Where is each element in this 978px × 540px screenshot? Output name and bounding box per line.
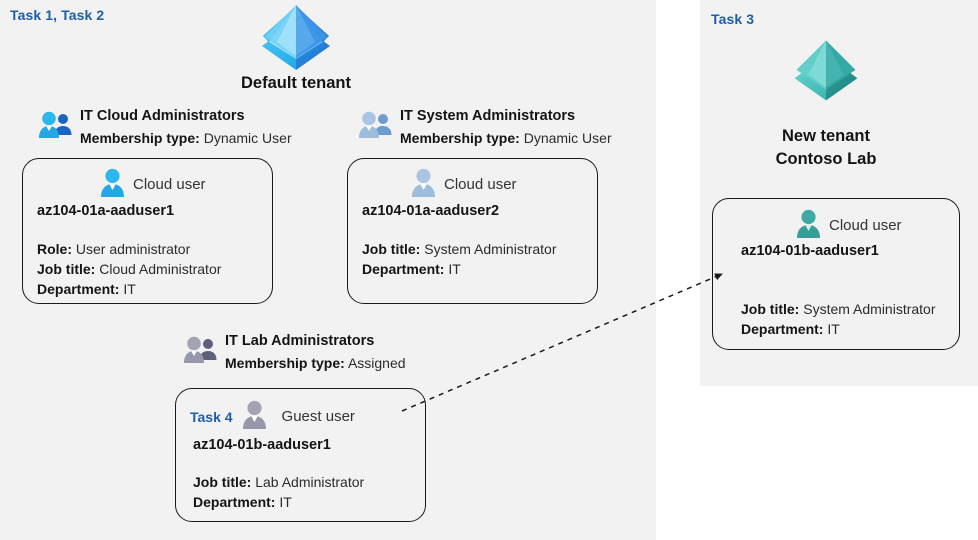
group-name-cloud-admins: IT Cloud Administrators [80, 108, 245, 124]
task-tag-inline-task4: Task 4 [190, 408, 233, 425]
user-kind-aaduser1: Cloud user [133, 176, 206, 193]
user-attrs-az104-01a-aaduser2: Job title: System Administrator Departme… [362, 239, 557, 279]
attr-department-label-b-aaduser1: Department: [741, 321, 824, 337]
membership-value-lab-admins: Assigned [347, 355, 406, 371]
new-tenant-caption: New tenant Contoso Lab [730, 125, 922, 171]
group-users-icon-cloud-admins [38, 110, 74, 145]
user-name-az104-01b-aaduser1-guest: az104-01b-aaduser1 [193, 437, 331, 453]
attr-jobtitle-guest-aaduser1: Job title: Lab Administrator [193, 472, 364, 492]
user-card-az104-01a-aaduser2[interactable]: Cloud user az104-01a-aaduser2 Job title:… [347, 158, 598, 304]
attr-jobtitle-label-guest-aaduser1: Job title: [193, 474, 252, 490]
group-name-system-admins: IT System Administrators [400, 108, 576, 124]
attr-department-value-guest-aaduser1: IT [279, 494, 292, 510]
attr-department-label-aaduser2: Department: [362, 261, 445, 277]
card-head-az104-01a-aaduser1: Cloud user [99, 167, 206, 202]
attr-department-value-aaduser1: IT [123, 281, 136, 297]
attr-jobtitle-label-aaduser1: Job title: [37, 261, 96, 277]
attr-role-aaduser1: Role: User administrator [37, 239, 221, 259]
attr-jobtitle-b-aaduser1: Job title: System Administrator [741, 299, 936, 319]
group-name-lab-admins: IT Lab Administrators [225, 333, 375, 349]
attr-department-b-aaduser1: Department: IT [741, 319, 936, 339]
task-tag-right: Task 3 [711, 11, 755, 27]
membership-label-cloud-admins: Membership type: [80, 130, 200, 146]
new-tenant-caption-line2: Contoso Lab [775, 150, 877, 168]
group-it-system-administrators-text: IT System Administrators Membership type… [400, 106, 612, 148]
guest-user-icon-aaduser1 [241, 399, 268, 434]
cloud-user-icon-aaduser1 [99, 167, 126, 202]
user-attrs-az104-01a-aaduser1: Role: User administrator Job title: Clou… [37, 239, 221, 299]
group-users-icon-system-admins [358, 110, 394, 145]
attr-jobtitle-aaduser1: Job title: Cloud Administrator [37, 259, 221, 279]
attr-department-value-aaduser2: IT [448, 261, 461, 277]
user-name-az104-01a-aaduser2: az104-01a-aaduser2 [362, 203, 500, 219]
card-head-az104-01b-aaduser1-guest: Task 4 Guest user [190, 399, 355, 434]
membership-value-cloud-admins: Dynamic User [203, 130, 292, 146]
group-users-icon-lab-admins [183, 335, 219, 370]
default-tenant-caption: Default tenant [200, 72, 392, 95]
user-name-az104-01a-aaduser1: az104-01a-aaduser1 [37, 203, 175, 219]
card-head-az104-01a-aaduser2: Cloud user [410, 167, 517, 202]
user-card-az104-01a-aaduser1[interactable]: Cloud user az104-01a-aaduser1 Role: User… [22, 158, 273, 304]
attr-department-aaduser1: Department: IT [37, 279, 221, 299]
task-tag-left: Task 1, Task 2 [10, 7, 105, 23]
group-membership-cloud-admins: Membership type: Dynamic User [80, 128, 292, 148]
attr-jobtitle-label-b-aaduser1: Job title: [741, 301, 800, 317]
user-attrs-az104-01b-aaduser1-guest: Job title: Lab Administrator Department:… [193, 472, 364, 512]
attr-department-label-aaduser1: Department: [37, 281, 120, 297]
user-card-az104-01b-aaduser1-guest[interactable]: Task 4 Guest user az104-01b-aaduser1 Job… [175, 388, 426, 522]
attr-jobtitle-value-aaduser1: Cloud Administrator [99, 261, 222, 277]
attr-role-label-aaduser1: Role: [37, 241, 72, 257]
azure-ad-tenant-icon-new [790, 37, 862, 106]
user-attrs-az104-01b-aaduser1-cloud: Job title: System Administrator Departme… [741, 299, 936, 339]
default-tenant-caption-line1: Default tenant [240, 74, 351, 92]
group-it-lab-administrators-text: IT Lab Administrators Membership type: A… [225, 331, 406, 373]
attr-jobtitle-aaduser2: Job title: System Administrator [362, 239, 557, 259]
attr-jobtitle-value-guest-aaduser1: Lab Administrator [255, 474, 365, 490]
cloud-user-icon-aaduser2 [410, 167, 437, 202]
user-kind-guest-aaduser1: Guest user [281, 408, 355, 425]
attr-role-value-aaduser1: User administrator [75, 241, 191, 257]
user-name-az104-01b-aaduser1-cloud: az104-01b-aaduser1 [741, 243, 879, 259]
group-membership-lab-admins: Membership type: Assigned [225, 353, 406, 373]
new-tenant-caption-line1: New tenant [781, 127, 870, 145]
attr-department-aaduser2: Department: IT [362, 259, 557, 279]
user-kind-aaduser2: Cloud user [444, 176, 517, 193]
user-card-az104-01b-aaduser1-cloud[interactable]: Cloud user az104-01b-aaduser1 Job title:… [712, 198, 960, 350]
membership-value-system-admins: Dynamic User [523, 130, 612, 146]
attr-jobtitle-value-b-aaduser1: System Administrator [803, 301, 936, 317]
attr-department-label-guest-aaduser1: Department: [193, 494, 276, 510]
cloud-user-icon-b-aaduser1 [795, 208, 822, 243]
membership-label-lab-admins: Membership type: [225, 355, 345, 371]
azure-ad-tenant-icon-default [257, 2, 335, 75]
group-membership-system-admins: Membership type: Dynamic User [400, 128, 612, 148]
user-kind-b-aaduser1: Cloud user [829, 217, 902, 234]
attr-jobtitle-value-aaduser2: System Administrator [424, 241, 557, 257]
group-it-cloud-administrators-text: IT Cloud Administrators Membership type:… [80, 106, 292, 148]
attr-department-value-b-aaduser1: IT [827, 321, 840, 337]
attr-department-guest-aaduser1: Department: IT [193, 492, 364, 512]
card-head-az104-01b-aaduser1-cloud: Cloud user [795, 208, 902, 243]
membership-label-system-admins: Membership type: [400, 130, 520, 146]
attr-jobtitle-label-aaduser2: Job title: [362, 241, 421, 257]
